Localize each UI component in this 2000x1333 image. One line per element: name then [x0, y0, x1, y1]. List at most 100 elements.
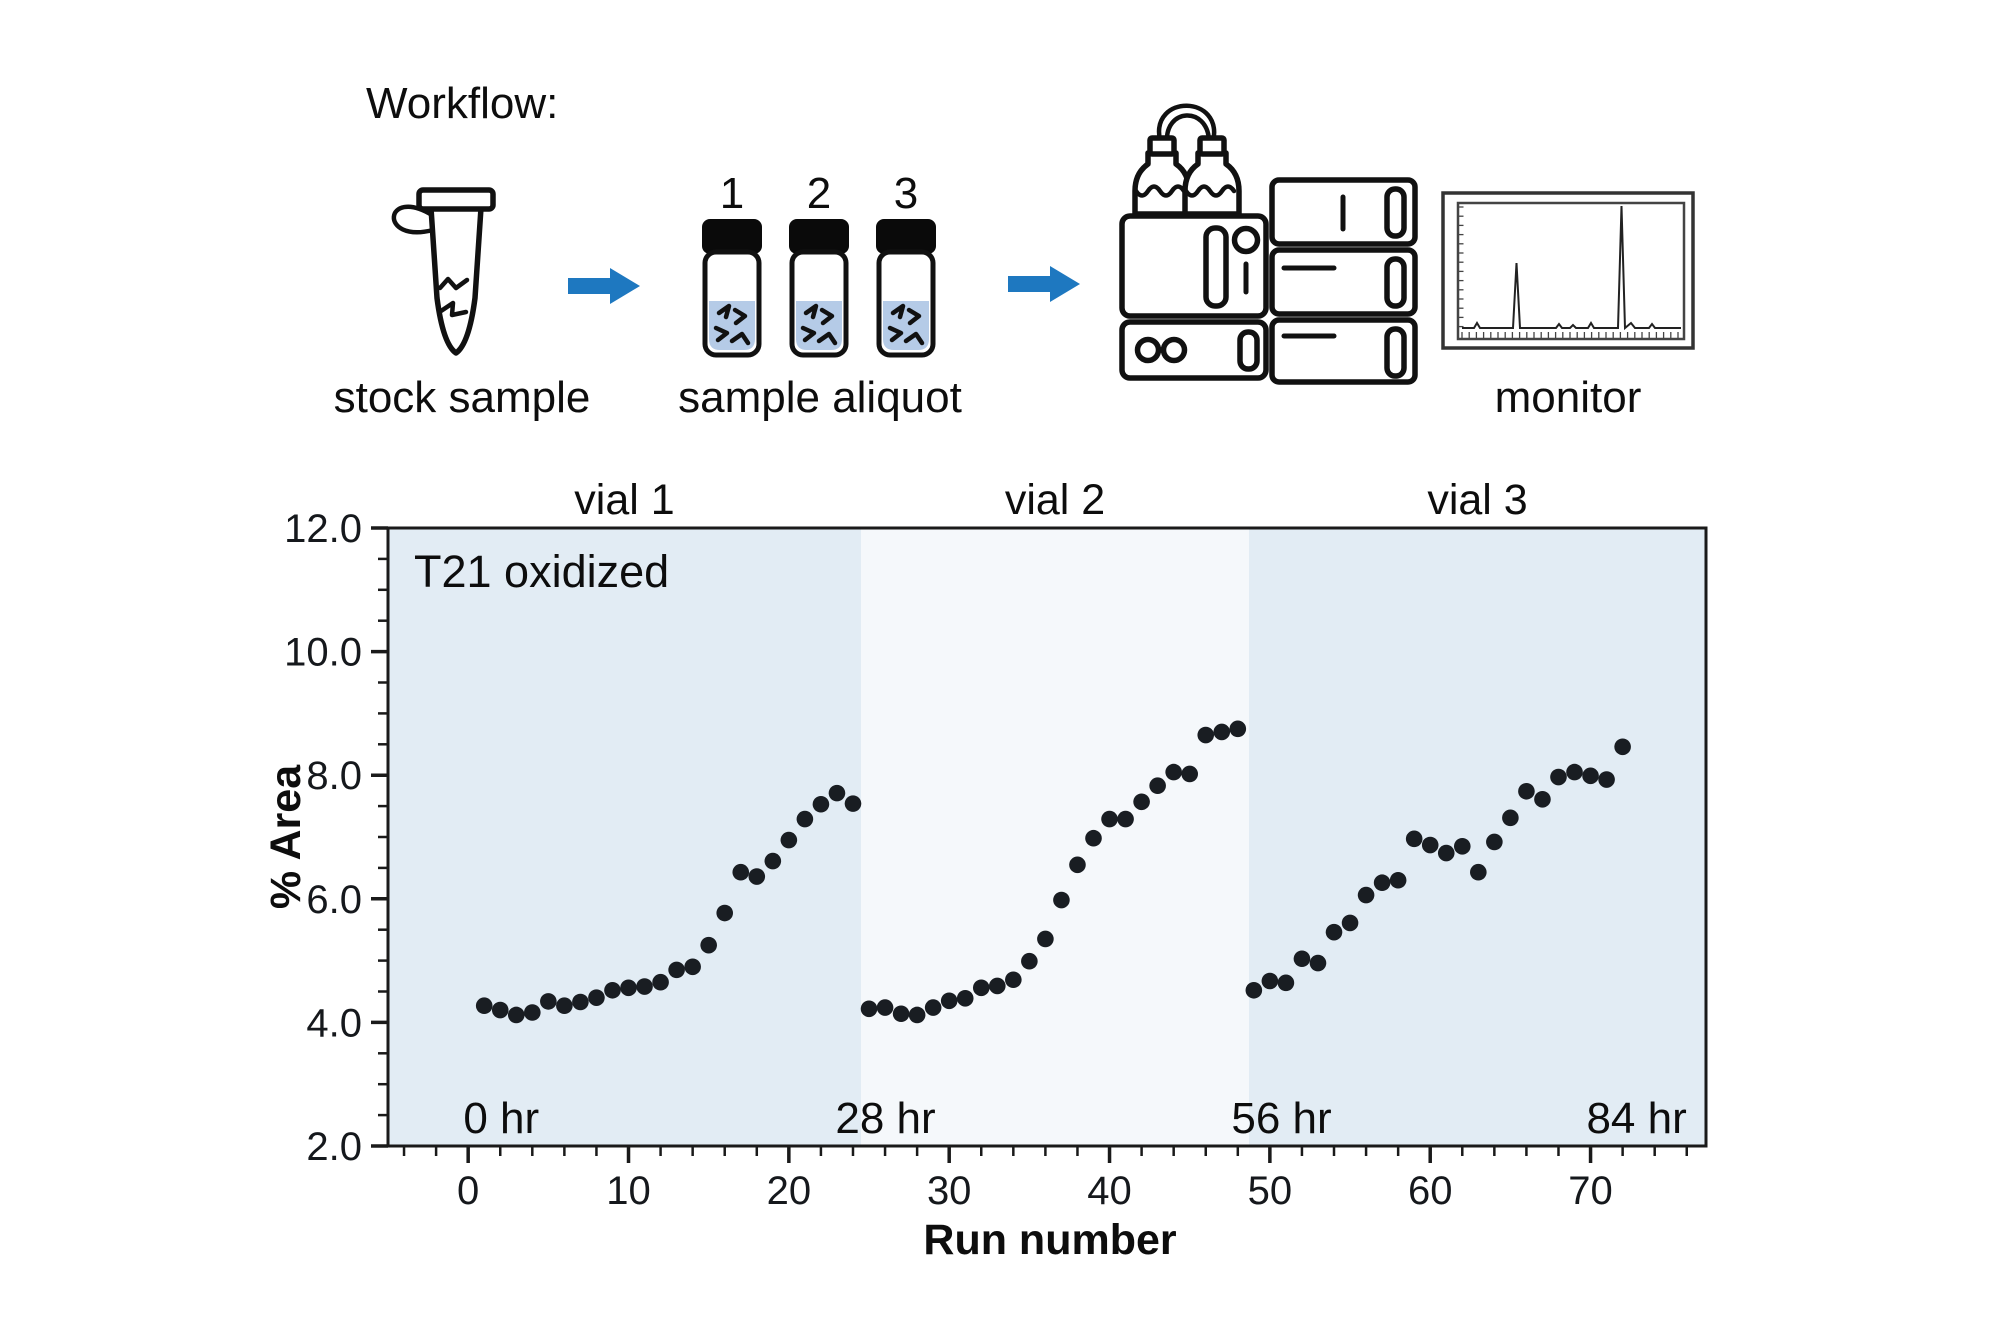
module-dial-icon	[1231, 225, 1261, 255]
data-point-vial-3	[1566, 763, 1583, 781]
y-tick-label: 10.0	[284, 631, 362, 675]
data-point-vial-1	[588, 989, 605, 1006]
data-point-vial-2	[1181, 765, 1199, 783]
x-tick-label: 0	[457, 1169, 479, 1213]
data-point-vial-2	[892, 1005, 910, 1023]
plot-border	[386, 526, 1708, 1148]
data-point-vial-1	[812, 795, 830, 813]
module-dial-icon	[1134, 336, 1162, 364]
vial-number-label: 3	[894, 169, 918, 218]
y-tick-label: 6.0	[306, 878, 362, 922]
chromatogram-trace	[1462, 205, 1681, 331]
module-dial-icon	[1160, 336, 1188, 364]
vial-squiggle-icon	[713, 303, 751, 346]
data-point-vial-1	[475, 997, 493, 1015]
module-slot-icon	[1384, 326, 1407, 379]
data-point-vial-2	[908, 1006, 926, 1024]
vial-region-3	[1249, 528, 1706, 1146]
vial-squiggle-icon	[800, 303, 838, 346]
chromatogram-monitor-icon	[1441, 191, 1695, 350]
sample-aliquot-label: sample aliquot	[678, 373, 962, 422]
y-tick-label: 12.0	[284, 507, 362, 551]
data-point-vial-1	[556, 997, 573, 1015]
data-point-vial-2	[1213, 723, 1231, 741]
data-point-vial-3	[1309, 954, 1327, 972]
module-slot-icon	[1203, 225, 1229, 309]
y-tick-label: 2.0	[306, 1125, 362, 1169]
data-point-vial-1	[684, 958, 701, 976]
data-point-vial-2	[972, 979, 990, 997]
hplc-instrument-icon	[1119, 103, 1418, 385]
tube-hinge-icon	[391, 204, 436, 235]
data-point-vial-3	[1277, 974, 1295, 992]
sample-vial-2-icon: 2	[789, 169, 849, 358]
sample-vials-icon: 1 2 3	[702, 169, 936, 358]
solvent-bottle-icon	[1182, 135, 1242, 217]
tube-body	[428, 207, 484, 356]
vial-label-1: vial 1	[574, 476, 674, 524]
x-axis-title: Run number	[923, 1216, 1176, 1264]
time-label-1: 0 hr	[463, 1094, 539, 1143]
data-point-vial-3	[1518, 782, 1535, 800]
vial-region-2	[861, 528, 1250, 1146]
data-point-vial-2	[1101, 810, 1118, 828]
x-tick-label: 20	[767, 1169, 812, 1213]
vial-number-label: 2	[807, 169, 831, 218]
data-point-vial-1	[491, 1001, 509, 1019]
x-tick-label: 50	[1248, 1169, 1293, 1213]
data-point-vial-3	[1437, 844, 1455, 862]
vial-cap	[789, 219, 849, 254]
x-tick-label: 40	[1087, 1169, 1132, 1213]
data-point-vial-3	[1261, 972, 1279, 990]
time-label-end: 84 hr	[1586, 1094, 1686, 1143]
data-point-vial-1	[604, 981, 621, 999]
sample-vial-3-icon: 3	[876, 169, 936, 358]
data-point-vial-1	[844, 795, 862, 812]
data-point-vial-2	[956, 989, 974, 1007]
data-point-vial-2	[876, 999, 894, 1016]
data-point-vial-2	[1005, 971, 1022, 989]
data-point-vial-3	[1598, 771, 1615, 788]
data-point-vial-1	[796, 810, 814, 828]
x-tick-label: 70	[1568, 1169, 1613, 1213]
data-point-vial-3	[1582, 767, 1599, 785]
data-point-vial-1	[636, 978, 653, 995]
data-point-vial-1	[732, 863, 750, 881]
stock-sample-tube-icon	[391, 187, 496, 356]
data-point-vial-3	[1341, 914, 1359, 932]
pump-module	[1119, 213, 1269, 319]
data-point-vial-2	[1037, 930, 1054, 948]
workflow-diagram: Workflow: 1 2	[334, 79, 1695, 422]
vial-body	[876, 249, 936, 358]
data-point-vial-1	[668, 961, 685, 979]
workflow-title: Workflow:	[366, 79, 558, 128]
data-point-vial-1	[700, 936, 717, 954]
data-point-vial-3	[1389, 871, 1407, 889]
data-point-vial-1	[524, 1004, 541, 1021]
tube-cap	[416, 187, 496, 212]
tubing-icon	[1156, 103, 1217, 145]
monitor-axis-ticks	[1458, 206, 1679, 338]
y-tick-label: 4.0	[306, 1001, 362, 1045]
data-point-vial-1	[716, 904, 734, 922]
data-point-vial-1	[780, 831, 798, 849]
module-slot-icon	[1384, 186, 1407, 239]
y-axis-title: % Area	[262, 764, 310, 909]
data-point-vial-2	[1117, 810, 1134, 828]
data-point-vial-1	[764, 852, 782, 870]
flow-arrow-icon	[568, 268, 640, 304]
vial-body	[702, 249, 762, 358]
monitor-screen	[1456, 201, 1686, 341]
data-point-vial-2	[1085, 829, 1102, 847]
sample-vial-1-icon: 1	[702, 169, 762, 358]
data-point-vial-3	[1534, 791, 1551, 808]
stock-sample-label: stock sample	[334, 373, 591, 422]
vial-cap	[702, 219, 762, 254]
module-slot-icon	[1384, 256, 1407, 309]
data-point-vial-2	[1069, 856, 1086, 874]
vial-body	[789, 249, 849, 358]
x-tick-label: 60	[1408, 1169, 1453, 1213]
data-point-vial-3	[1373, 874, 1391, 892]
vial-squiggle-icon	[887, 303, 925, 346]
